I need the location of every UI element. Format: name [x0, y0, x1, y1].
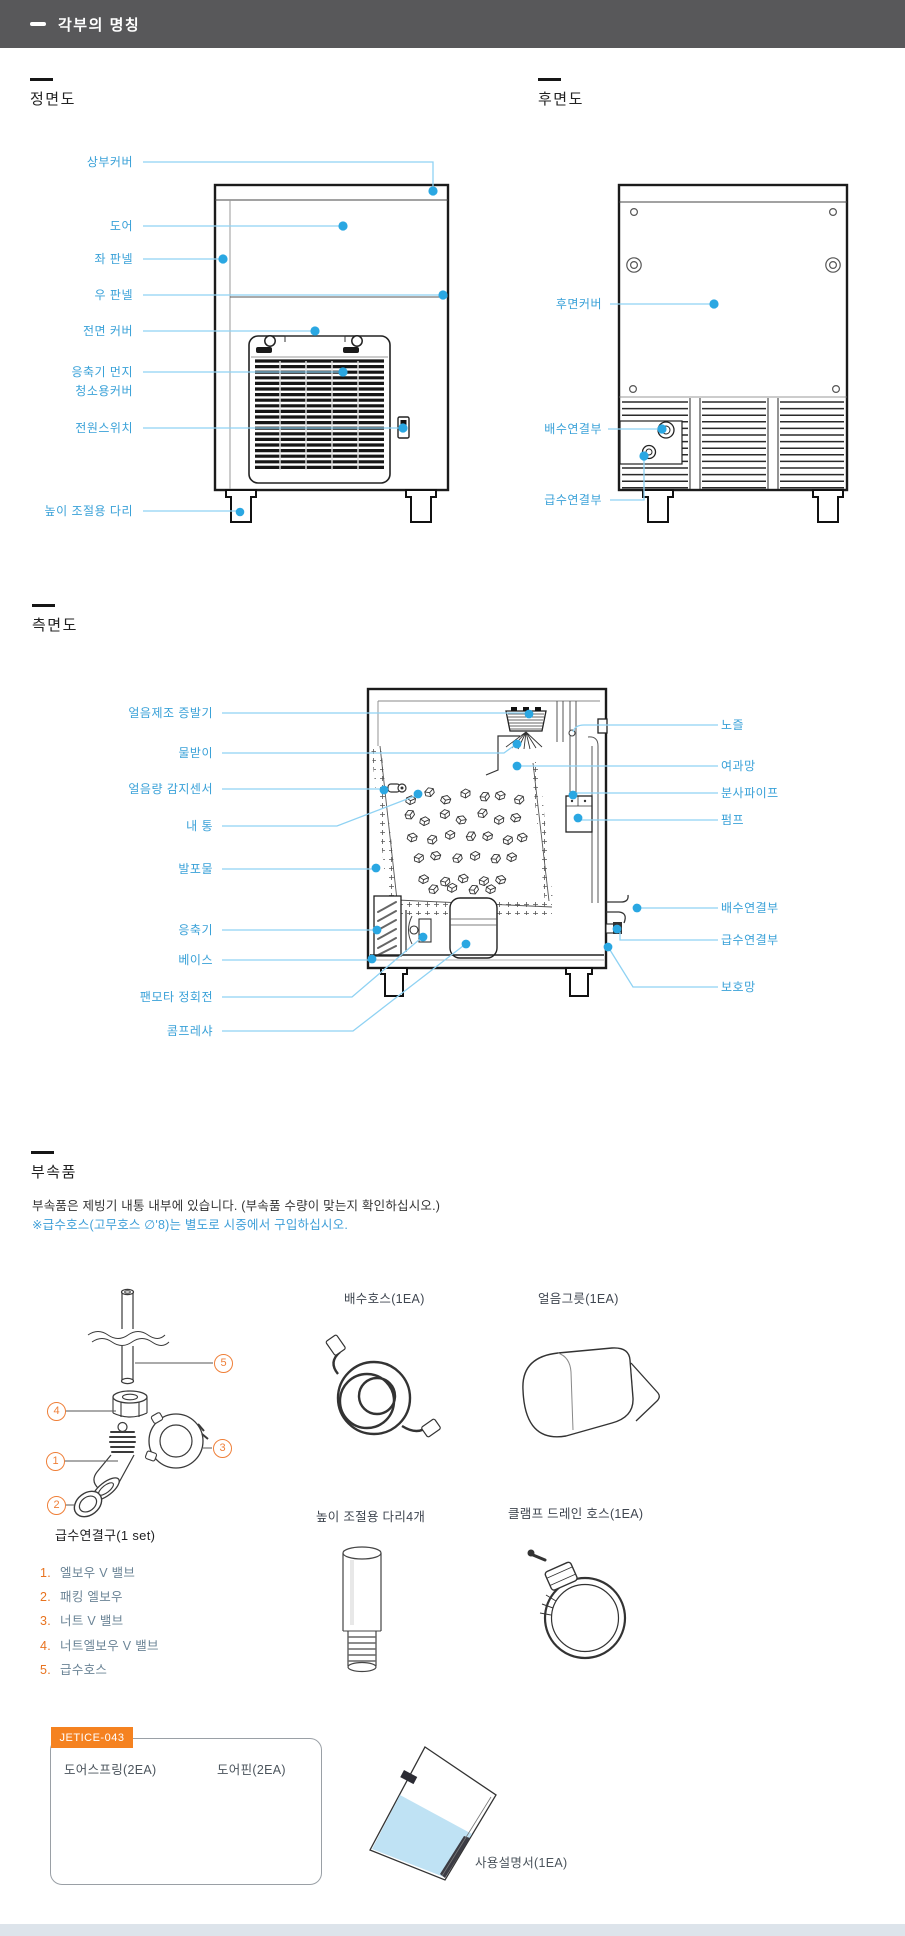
list-text: 패킹 엘보우 [60, 1590, 123, 1604]
ice-bowl-art [522, 1347, 660, 1438]
accessories-description: 부속품은 제빙기 내통 내부에 있습니다. (부속품 수량이 맞는지 확인하십시… [32, 1199, 441, 1213]
section-side-view: 측면도 [32, 604, 78, 635]
side-label-drip-tray: 물받이 [178, 746, 213, 760]
overline [538, 78, 561, 81]
list-text: 너트 V 밸브 [60, 1614, 124, 1628]
drain-hose-art [325, 1334, 441, 1438]
front-label-condenser-dust-2: 청소용커버 [75, 384, 133, 398]
side-label-nozzle: 노즐 [721, 718, 745, 732]
page-header: 각부의 명칭 [0, 0, 905, 48]
side-label-spray-pipe: 분사파이프 [721, 786, 779, 800]
list-item: 2. 패킹 엘보우 [40, 1586, 123, 1605]
leader-lines [143, 161, 718, 1032]
section-rear-view: 후면도 [538, 78, 584, 109]
side-label-filter: 여과망 [721, 759, 756, 773]
dash-icon [30, 22, 46, 26]
rear-view-art [617, 183, 849, 523]
side-label-drain: 배수연결부 [721, 901, 779, 915]
list-number: 3. [40, 1614, 52, 1628]
clamp-art [527, 1549, 627, 1660]
list-item: 1. 엘보우 V 밸브 [40, 1562, 135, 1581]
page-title: 각부의 명칭 [58, 16, 141, 34]
caption-drain-hose: 배수호스(1EA) [344, 1292, 425, 1306]
side-label-water-inlet: 급수연결부 [721, 933, 779, 947]
side-label-condenser: 응축기 [178, 923, 213, 937]
side-label-evaporator: 얼음제조 증발기 [128, 706, 213, 720]
list-number: 2. [40, 1590, 52, 1604]
list-item: 3. 너트 V 밸브 [40, 1610, 123, 1629]
caption-ice-bowl: 얼음그릇(1EA) [538, 1292, 619, 1306]
caption-door-spring: 도어스프링(2EA) [64, 1763, 157, 1777]
section-front-view: 정면도 [30, 78, 76, 109]
accessories-note: ※급수호스(고무호스 ∅'8)는 별도로 시중에서 구입하십시오. [32, 1218, 348, 1232]
callout-4: 4 [47, 1402, 66, 1421]
section-title: 후면도 [538, 91, 584, 108]
callout-5: 5 [214, 1354, 233, 1373]
list-number: 1. [40, 1566, 52, 1580]
callout-dots [218, 186, 719, 964]
caption-connector-set: 급수연결구(1 set) [55, 1528, 156, 1543]
footer-strip [0, 1924, 905, 1936]
side-view-art [366, 687, 629, 997]
front-label-leg: 높이 조절용 다리 [44, 504, 133, 518]
leg-art [342, 1546, 382, 1673]
rear-label-water-inlet: 급수연결부 [544, 493, 602, 507]
list-text: 급수호스 [60, 1663, 108, 1677]
rear-label-drain: 배수연결부 [544, 422, 602, 436]
front-label-condenser-dust-1: 응축기 먼지 [71, 365, 133, 379]
list-number: 5. [40, 1663, 52, 1677]
list-item: 4. 너트엘보우 V 밸브 [40, 1635, 159, 1654]
front-label-door: 도어 [109, 219, 133, 233]
caption-legs: 높이 조절용 다리4개 [316, 1510, 426, 1524]
callout-3: 3 [213, 1439, 232, 1458]
section-title: 부속품 [31, 1164, 77, 1181]
side-label-guard: 보호망 [721, 980, 756, 994]
callout-2: 2 [47, 1496, 66, 1515]
caption-clamp-hose: 클램프 드레인 호스(1EA) [508, 1507, 644, 1521]
front-label-right-panel: 우 판넬 [94, 288, 133, 302]
side-label-foam: 발포물 [178, 862, 213, 876]
side-label-fan-motor: 팬모타 정회전 [139, 990, 213, 1004]
front-view-art [213, 183, 450, 523]
side-label-base: 베이스 [178, 953, 213, 967]
list-item: 5. 급수호스 [40, 1659, 107, 1678]
side-label-inner-tank: 내 통 [186, 819, 213, 833]
side-label-pump: 펌프 [721, 813, 745, 827]
connector-art [64, 1288, 213, 1518]
section-title: 정면도 [30, 91, 76, 108]
front-label-power-switch: 전원스위치 [75, 421, 133, 435]
section-title: 측면도 [32, 617, 78, 634]
kit-model-tag: JETICE-043 [51, 1727, 133, 1748]
overline [31, 1151, 54, 1154]
manual-book-art [369, 1746, 497, 1881]
caption-door-pin: 도어핀(2EA) [217, 1763, 286, 1777]
section-accessories: 부속품 [31, 1151, 77, 1182]
list-text: 엘보우 V 밸브 [60, 1566, 136, 1580]
front-label-top-cover: 상부커버 [86, 155, 133, 169]
caption-manual: 사용설명서(1EA) [475, 1856, 568, 1870]
side-label-compressor: 콤프레샤 [166, 1024, 213, 1038]
list-number: 4. [40, 1639, 52, 1653]
side-label-ice-sensor: 얼음량 감지센서 [128, 782, 213, 796]
callout-1: 1 [46, 1452, 65, 1471]
overline [30, 78, 53, 81]
list-text: 너트엘보우 V 밸브 [60, 1639, 159, 1653]
rear-label-rear-cover: 후면커버 [555, 297, 602, 311]
front-label-left-panel: 좌 판넬 [94, 252, 133, 266]
front-label-front-cover: 전면 커버 [83, 324, 133, 338]
kit-box [50, 1738, 322, 1885]
overline [32, 604, 55, 607]
